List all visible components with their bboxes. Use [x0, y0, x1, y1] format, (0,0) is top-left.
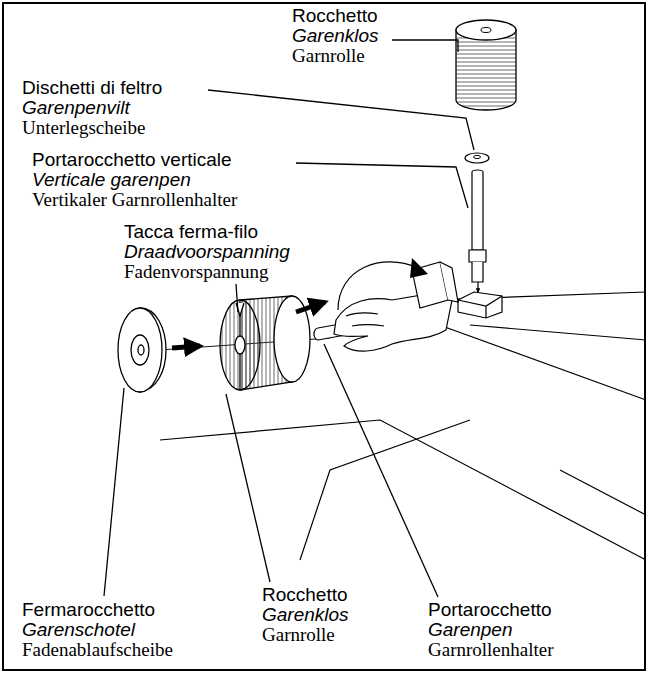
frame: [3, 3, 645, 670]
leader-lines: [104, 40, 474, 597]
part-label: Fermarocchetto: [22, 600, 155, 620]
part-label: Garenpen: [428, 620, 513, 640]
part-label: Fadenvorspannung: [124, 262, 269, 282]
spool-cap: [118, 308, 166, 392]
part-label: Garnrolle: [292, 46, 365, 66]
part-label: Unterlegscheibe: [22, 118, 145, 138]
direction-arrow: [296, 302, 325, 312]
part-label: Garenklos: [292, 26, 379, 46]
part-label: Draadvoorspanning: [124, 242, 290, 262]
part-label: Dischetti di feltro: [22, 78, 162, 98]
part-label: Rocchetto: [292, 6, 378, 26]
rotation-arrowhead: [410, 258, 428, 278]
part-label: Tacca ferma-filo: [124, 222, 258, 242]
part-label: Garenklos: [262, 605, 349, 625]
felt-washer: [465, 153, 489, 163]
part-label: Garnrolle: [262, 625, 335, 645]
upper-spool: [456, 20, 516, 110]
part-label: Fadenablaufscheibe: [22, 640, 173, 660]
part-label: Rocchetto: [262, 585, 348, 605]
direction-arrow: [172, 346, 200, 348]
rotation-arrow: [338, 262, 418, 310]
part-label: Vertikaler Garnrollenhalter: [32, 190, 237, 210]
part-label: Portarocchetto: [428, 600, 552, 620]
part-label: Verticale garenpen: [32, 170, 191, 190]
part-label: Portarocchetto verticale: [32, 150, 232, 170]
part-label: Garenschotel: [22, 620, 135, 640]
vertical-spool-pin: [458, 170, 502, 318]
part-label: Garenpenvilt: [22, 98, 130, 118]
part-label: Garnrollenhalter: [428, 640, 554, 660]
